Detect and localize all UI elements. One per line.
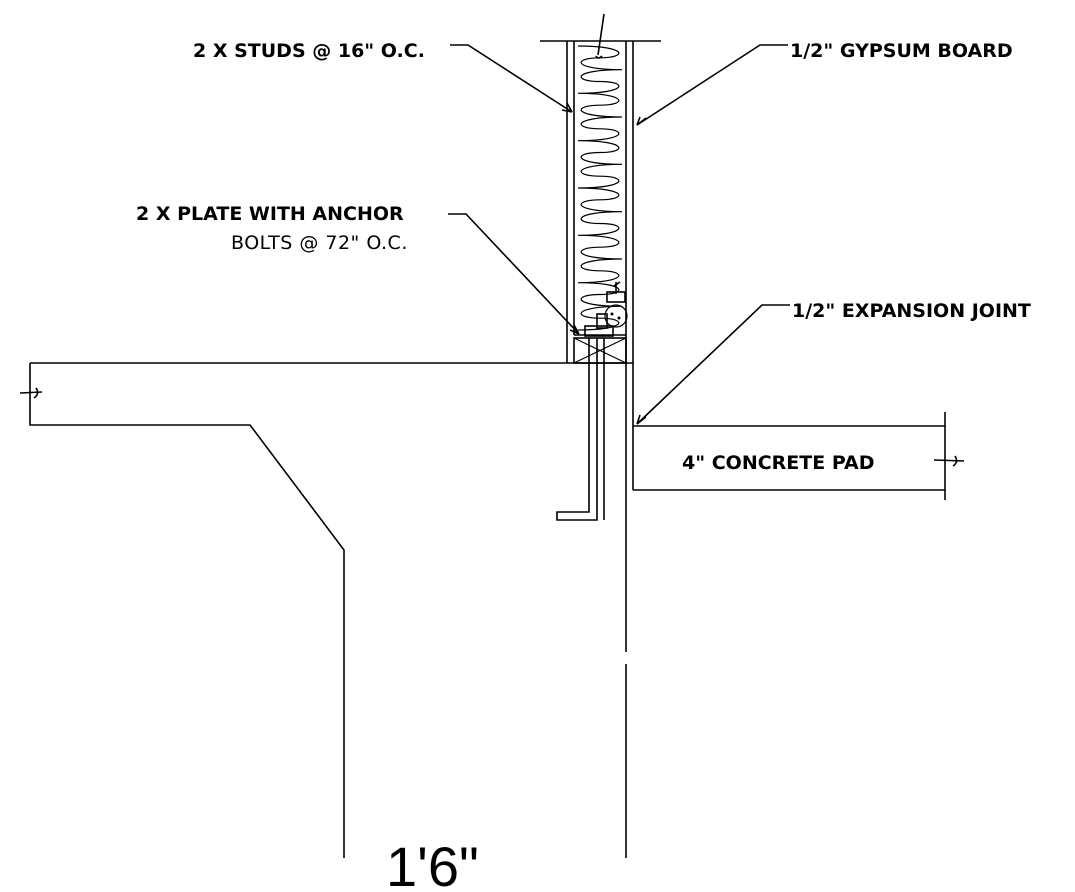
bottom-plate bbox=[573, 337, 627, 364]
stud-wall bbox=[566, 41, 634, 420]
label-plate-line1: 2 X PLATE WITH ANCHOR bbox=[136, 203, 404, 225]
foundation-slab bbox=[19, 362, 567, 858]
anchor-bolt bbox=[556, 281, 628, 521]
leader-gypsum bbox=[636, 44, 788, 126]
label-plate-line2: BOLTS @ 72" O.C. bbox=[231, 232, 408, 254]
leader-plate bbox=[448, 213, 580, 335]
insulation bbox=[577, 45, 623, 331]
wall-break-mark bbox=[595, 13, 605, 59]
leader-studs bbox=[450, 44, 573, 113]
label-gypsum: 1/2" GYPSUM BOARD bbox=[790, 40, 1013, 62]
label-expansion: 1/2" EXPANSION JOINT bbox=[792, 300, 1031, 322]
dimension-label: 1'6" bbox=[386, 835, 479, 892]
label-studs: 2 X STUDS @ 16" O.C. bbox=[193, 40, 425, 62]
label-pad: 4" CONCRETE PAD bbox=[682, 452, 875, 474]
leader-expansion bbox=[636, 304, 790, 425]
concrete-pad bbox=[633, 412, 965, 500]
